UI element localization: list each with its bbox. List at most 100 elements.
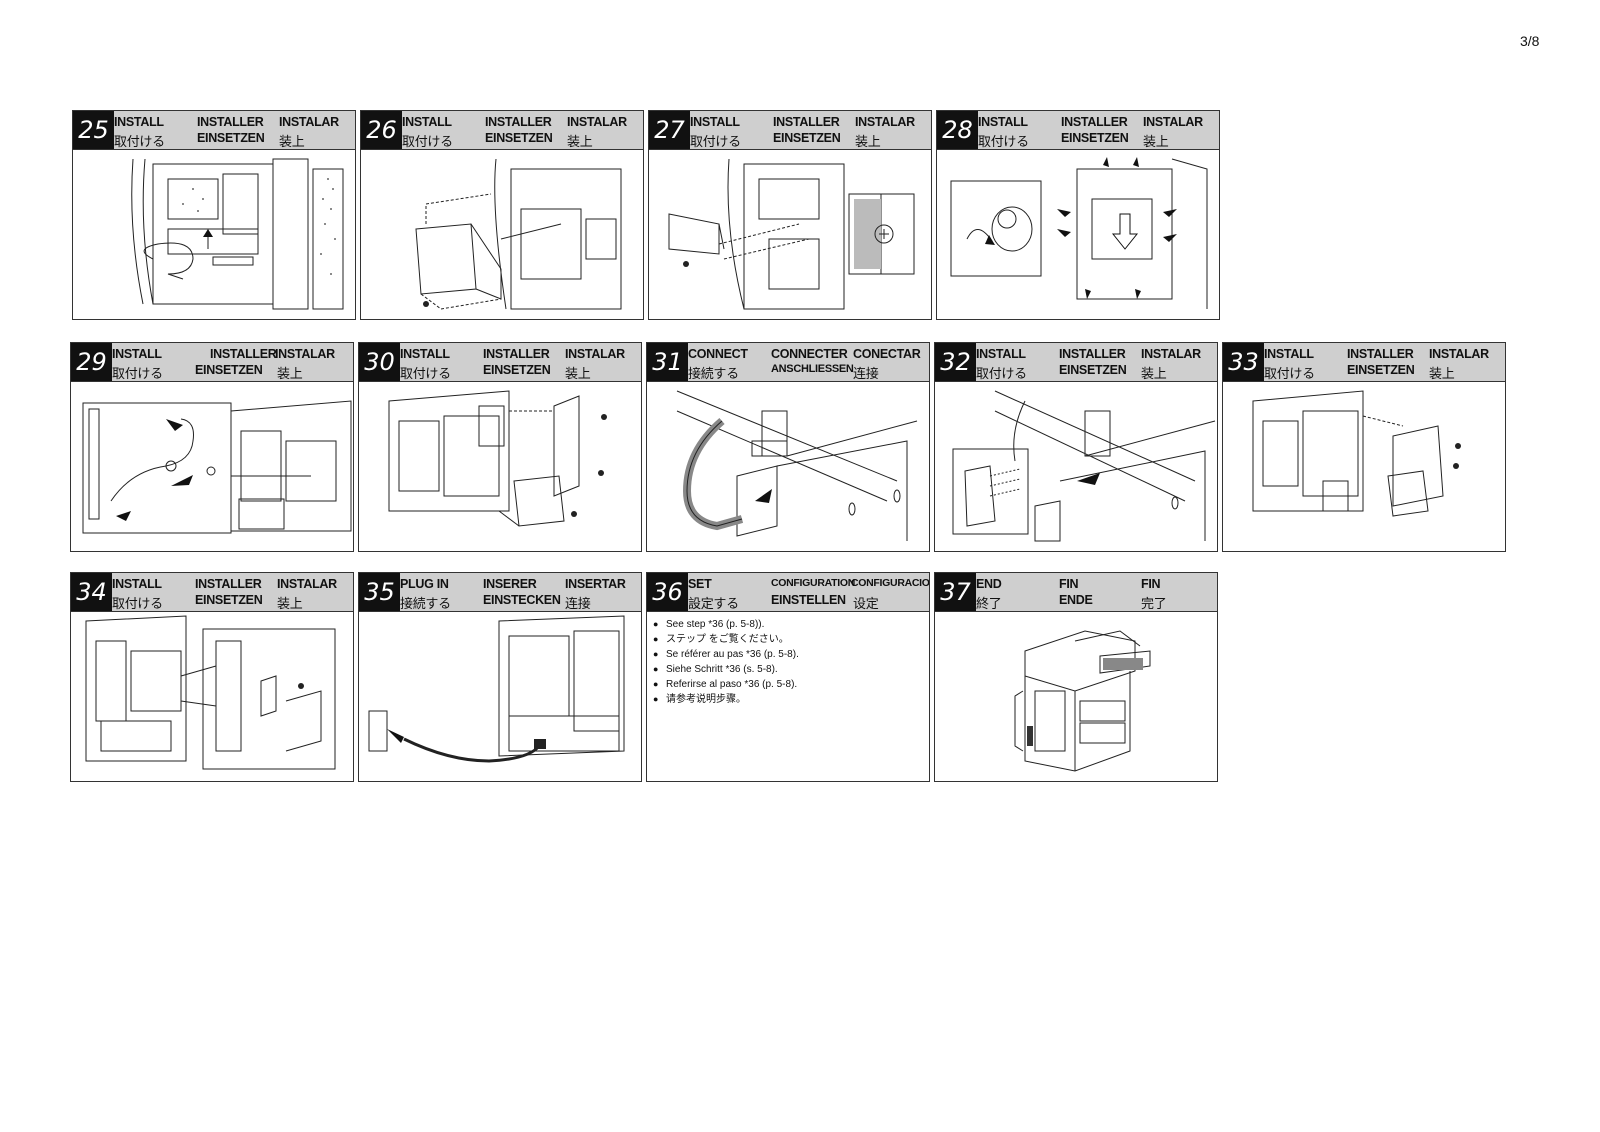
step-illustration bbox=[647, 381, 929, 551]
label-fr: INSTALLER bbox=[197, 115, 264, 129]
install-cover-illustration bbox=[950, 157, 1208, 309]
label-de: EINSETZEN bbox=[1061, 131, 1129, 145]
label-zh: 完了 bbox=[1141, 596, 1167, 611]
label-de: EINSETZEN bbox=[195, 363, 263, 377]
note-de: Siehe Schritt *36 (s. 5-8). bbox=[653, 662, 799, 677]
label-zh: 装上 bbox=[565, 366, 591, 381]
label-fr: CONFIGURATION bbox=[771, 577, 855, 589]
install-cable-illustration bbox=[131, 158, 344, 310]
label-fr: INSTALLER bbox=[1059, 347, 1126, 361]
step-header: 25 INSTALL 取付ける INSTALLER EINSETZEN INST… bbox=[73, 111, 355, 150]
step-header: 32 INSTALL 取付ける INSTALLER EINSETZEN INST… bbox=[935, 343, 1217, 382]
label-de: ANSCHLIESSEN bbox=[771, 363, 854, 375]
label-es: INSTALAR bbox=[279, 115, 339, 129]
step-number: 28 bbox=[937, 111, 978, 149]
label-fr: INSTALLER bbox=[1347, 347, 1414, 361]
label-zh: 装上 bbox=[1143, 134, 1169, 149]
step-number: 35 bbox=[359, 573, 400, 611]
install-harness-illustration bbox=[82, 400, 352, 534]
label-ja: 取付ける bbox=[114, 134, 165, 149]
copier-illustration bbox=[1014, 630, 1151, 772]
notes-list: See step *36 (p. 5-8)). ステップ をご覧ください。 Se… bbox=[653, 617, 799, 707]
label-zh: 装上 bbox=[1429, 366, 1455, 381]
label-fr: INSTALLER bbox=[1061, 115, 1128, 129]
step-number: 33 bbox=[1223, 343, 1264, 381]
step-number: 27 bbox=[649, 111, 690, 149]
page-number: 3/8 bbox=[1520, 33, 1540, 49]
step-34: 34 INSTALL 取付ける INSTALLER EINSETZEN INST… bbox=[70, 572, 354, 782]
step-33: 33 INSTALL 取付ける INSTALLER EINSETZEN INST… bbox=[1222, 342, 1506, 552]
label-es: INSTALAR bbox=[1429, 347, 1489, 361]
connect-cable-illustration bbox=[676, 390, 918, 541]
step-27: 27 INSTALL 取付ける INSTALLER EINSETZEN INST… bbox=[648, 110, 932, 320]
label-zh: 装上 bbox=[279, 134, 305, 149]
step-35: 35 PLUG IN 接続する INSERER EINSTECKEN INSER… bbox=[358, 572, 642, 782]
step-header: 35 PLUG IN 接続する INSERER EINSTECKEN INSER… bbox=[359, 573, 641, 612]
label-ja: 取付ける bbox=[112, 596, 163, 611]
label-es: INSTALAR bbox=[277, 577, 337, 591]
install-panel-illustration bbox=[1252, 390, 1461, 517]
step-header: 30 INSTALL 取付ける INSTALLER EINSETZEN INST… bbox=[359, 343, 641, 382]
step-number: 37 bbox=[935, 573, 976, 611]
step-illustration bbox=[361, 149, 643, 319]
label-zh: 连接 bbox=[565, 596, 591, 611]
note-fr: Se référer au pas *36 (p. 5-8). bbox=[653, 647, 799, 662]
label-zh: 连接 bbox=[853, 366, 879, 381]
step-illustration bbox=[359, 611, 641, 781]
note-zh: 请参考说明步骤。 bbox=[653, 692, 799, 707]
label-en: CONNECT bbox=[688, 347, 748, 361]
step-illustration bbox=[937, 149, 1219, 319]
step-illustration bbox=[649, 149, 931, 319]
label-ja: 終了 bbox=[976, 596, 1002, 611]
install-plate-illustration bbox=[668, 158, 915, 310]
step-number: 26 bbox=[361, 111, 402, 149]
label-ja: 取付ける bbox=[978, 134, 1029, 149]
label-zh: 装上 bbox=[277, 596, 303, 611]
label-ja: 接続する bbox=[688, 366, 739, 381]
note-en: See step *36 (p. 5-8)). bbox=[653, 617, 799, 632]
step-number: 34 bbox=[71, 573, 112, 611]
label-es: INSTALAR bbox=[855, 115, 915, 129]
label-fr: INSERER bbox=[483, 577, 537, 591]
step-notes: See step *36 (p. 5-8)). ステップ をご覧ください。 Se… bbox=[647, 611, 929, 781]
label-ja: 取付ける bbox=[690, 134, 741, 149]
step-number: 36 bbox=[647, 573, 688, 611]
label-en: INSTALL bbox=[402, 115, 452, 129]
step-header: 37 END 終了 FIN ENDE FIN 完了 bbox=[935, 573, 1217, 612]
step-26: 26 INSTALL 取付ける INSTALLER EINSETZEN INST… bbox=[360, 110, 644, 320]
label-ja: 接続する bbox=[400, 596, 451, 611]
label-es: INSTALAR bbox=[275, 347, 335, 361]
label-en: INSTALL bbox=[112, 577, 162, 591]
label-de: ENDE bbox=[1059, 593, 1093, 607]
label-en: INSTALL bbox=[400, 347, 450, 361]
label-en: SET bbox=[688, 577, 712, 591]
label-en: INSTALL bbox=[114, 115, 164, 129]
step-header: 34 INSTALL 取付ける INSTALLER EINSETZEN INST… bbox=[71, 573, 353, 612]
label-de: EINSETZEN bbox=[195, 593, 263, 607]
label-de: EINSTECKEN bbox=[483, 593, 561, 607]
step-header: 36 SET 設定する CONFIGURATION EINSTELLEN CON… bbox=[647, 573, 929, 612]
label-es: CONECTAR bbox=[853, 347, 921, 361]
note-es: Referirse al paso *36 (p. 5-8). bbox=[653, 677, 799, 692]
label-en: PLUG IN bbox=[400, 577, 449, 591]
label-fr: CONNECTER bbox=[771, 347, 848, 361]
label-es: INSTALAR bbox=[1141, 347, 1201, 361]
step-illustration bbox=[71, 611, 353, 781]
install-connector-illustration bbox=[952, 390, 1216, 542]
label-zh: 设定 bbox=[853, 596, 879, 611]
step-illustration bbox=[935, 611, 1217, 781]
label-en: INSTALL bbox=[978, 115, 1028, 129]
step-28: 28 INSTALL 取付ける INSTALLER EINSETZEN INST… bbox=[936, 110, 1220, 320]
label-zh: 装上 bbox=[1141, 366, 1167, 381]
label-de: EINSETZEN bbox=[485, 131, 553, 145]
step-31: 31 CONNECT 接続する CONNECTER ANSCHLIESSEN C… bbox=[646, 342, 930, 552]
label-fr: INSTALLER bbox=[195, 577, 262, 591]
install-board-illustration bbox=[388, 390, 607, 527]
step-header: 33 INSTALL 取付ける INSTALLER EINSETZEN INST… bbox=[1223, 343, 1505, 382]
step-number: 31 bbox=[647, 343, 688, 381]
label-en: INSTALL bbox=[690, 115, 740, 129]
label-es: FIN bbox=[1141, 577, 1161, 591]
label-zh: 装上 bbox=[277, 366, 303, 381]
label-de: EINSETZEN bbox=[1347, 363, 1415, 377]
step-header: 27 INSTALL 取付ける INSTALLER EINSETZEN INST… bbox=[649, 111, 931, 150]
